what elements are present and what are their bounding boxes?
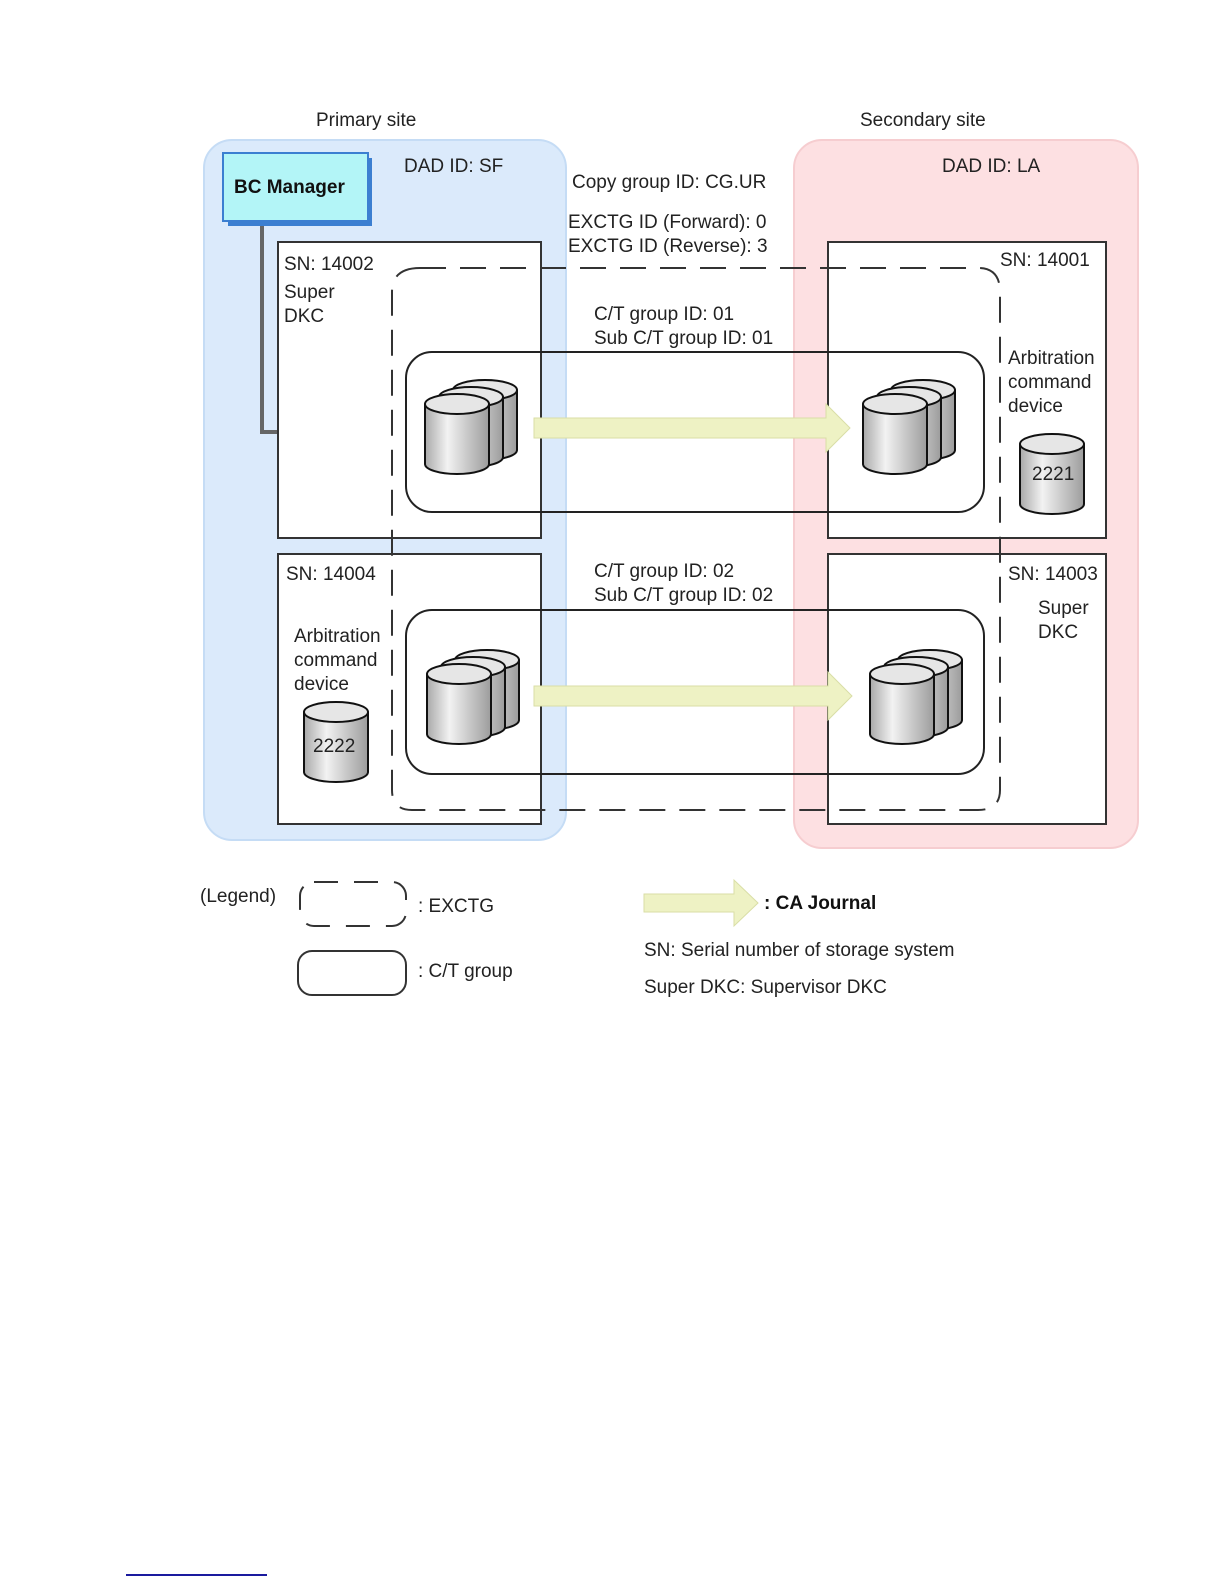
legend-title: (Legend) (200, 886, 276, 907)
storage-14003-role-1: Super (1038, 598, 1089, 619)
arbitration-volume-2221-label: 2221 (1032, 464, 1074, 485)
exctg-forward-id: EXCTG ID (Forward): 0 (568, 212, 766, 233)
bc-manager-label: BC Manager (234, 177, 345, 198)
ca-journal-arrow-01 (533, 402, 851, 454)
storage-14003-sn: SN: 14003 (1008, 564, 1098, 585)
arbitration-volume-2222-icon: 2222 (303, 701, 369, 783)
ct-group-01-box (405, 351, 985, 513)
storage-14004-arb-1: Arbitration (294, 626, 381, 647)
legend-exctg-swatch (299, 881, 407, 927)
storage-14004-sn: SN: 14004 (286, 564, 376, 585)
secondary-site-label: Secondary site (860, 110, 986, 131)
legend-ct-group-label: : C/T group (418, 961, 513, 982)
ca-journal-arrow-02 (533, 670, 853, 722)
legend-exctg-label: : EXCTG (418, 896, 494, 917)
storage-14002-sn: SN: 14002 (284, 254, 374, 275)
storage-14001-arb-2: command (1008, 372, 1091, 393)
footer-link-underline[interactable] (126, 1574, 267, 1576)
legend-ca-journal-arrow (643, 878, 759, 928)
secondary-dad-id: DAD ID: LA (942, 156, 1041, 177)
storage-14001-sn: SN: 14001 (1000, 250, 1090, 271)
bc-manager-box[interactable]: BC Manager (222, 152, 372, 226)
storage-14002-role-1: Super (284, 282, 335, 303)
exctg-boundary (391, 267, 1001, 811)
ct-group-02-sub-id: Sub C/T group ID: 02 (594, 585, 773, 606)
primary-site-label: Primary site (316, 110, 416, 131)
ct-group-02-id: C/T group ID: 02 (594, 561, 734, 582)
storage-14004-arb-2: command (294, 650, 377, 671)
storage-14001-arb-1: Arbitration (1008, 348, 1095, 369)
arbitration-volume-2222-label: 2222 (313, 736, 355, 757)
exctg-reverse-id: EXCTG ID (Reverse): 3 (568, 236, 768, 257)
storage-14003-role-2: DKC (1038, 622, 1078, 643)
ct-group-01-id: C/T group ID: 01 (594, 304, 734, 325)
storage-14004-arb-3: device (294, 674, 349, 695)
storage-14002-role-2: DKC (284, 306, 324, 327)
ct-group-02-box (405, 609, 985, 775)
legend-ca-journal-label: : CA Journal (764, 893, 876, 914)
legend-sn-note: SN: Serial number of storage system (644, 940, 954, 961)
copy-group-id: Copy group ID: CG.UR (572, 172, 766, 193)
legend-ct-group-swatch (297, 950, 407, 996)
primary-dad-id: DAD ID: SF (404, 156, 503, 177)
storage-14001-arb-3: device (1008, 396, 1063, 417)
bc-manager-connector (260, 224, 278, 434)
ct-group-01-sub-id: Sub C/T group ID: 01 (594, 328, 773, 349)
arbitration-volume-2221-icon: 2221 (1019, 433, 1085, 515)
legend-super-dkc-note: Super DKC: Supervisor DKC (644, 977, 887, 998)
